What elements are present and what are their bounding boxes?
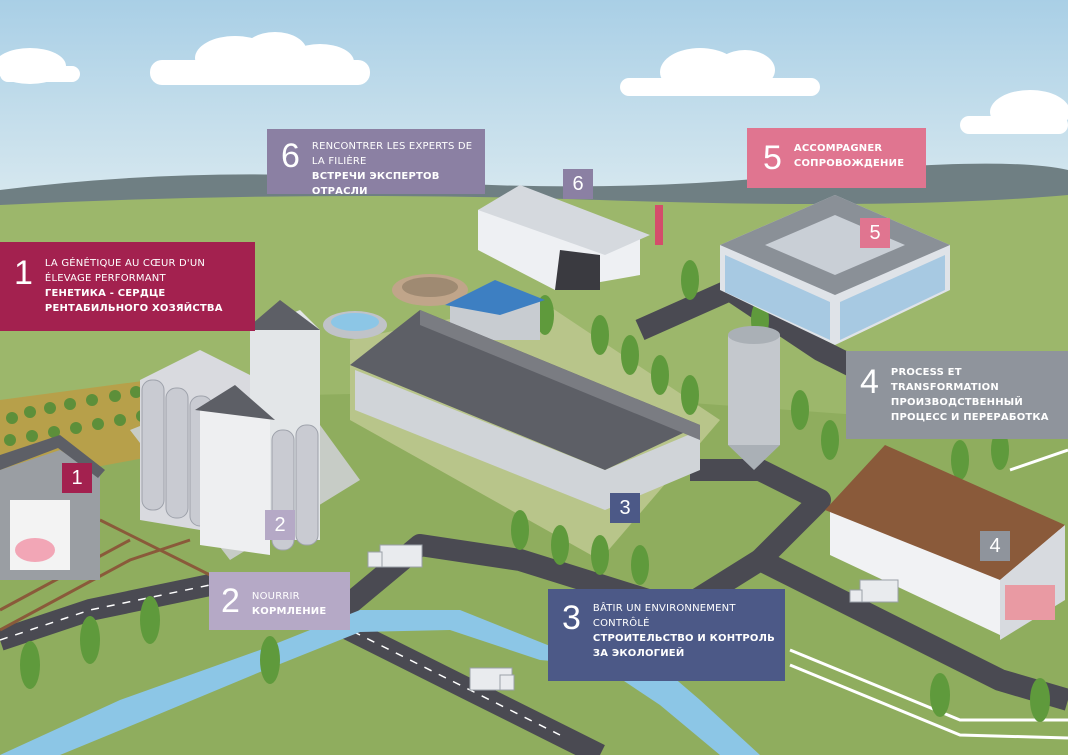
callout-number: 2 — [221, 582, 240, 620]
truck — [469, 667, 515, 691]
cloud — [960, 90, 1068, 134]
truck — [367, 544, 423, 568]
callout-text-fr: Nourrir — [251, 591, 300, 602]
callout-6[interactable]: 6 Rencontrer les experts de la filièreВс… — [267, 129, 485, 197]
pig-house — [350, 310, 700, 510]
river — [0, 610, 760, 755]
tag-1[interactable]: 1 — [62, 463, 92, 493]
fence — [789, 448, 1068, 740]
tag-3[interactable]: 3 — [610, 493, 640, 523]
callout-4[interactable]: 4 Process et transformation производстве… — [846, 351, 1068, 439]
callout-text-fr: La génétique au cœur d'un élevage perfor… — [44, 258, 206, 284]
callout-text-ru: Accompagner сопровождение — [793, 143, 905, 169]
callout-5[interactable]: 5 Accompagner сопровождение — [747, 128, 926, 188]
callout-number: 1 — [14, 254, 33, 292]
tag-4[interactable]: 4 — [980, 531, 1010, 561]
callout-text-fr: Bâtir un environnement contrôlé — [592, 603, 736, 629]
utility-building — [445, 280, 545, 340]
callout-text-ru: Кормление — [251, 606, 327, 617]
callout-number: 4 — [860, 363, 879, 401]
callout-number: 3 — [562, 599, 581, 637]
tag-5[interactable]: 5 — [860, 218, 890, 248]
tag-2[interactable]: 2 — [265, 510, 295, 540]
truck — [849, 579, 899, 603]
callout-number: 5 — [763, 139, 782, 177]
callout-text-ru: Встречи экспертов отрасли — [311, 171, 440, 197]
callout-1[interactable]: 1 La génétique au cœur d'un élevage perf… — [0, 242, 255, 331]
event-tent — [478, 185, 663, 290]
callout-text-ru: Генетика - сердце рентабильного хозяйств… — [44, 288, 223, 314]
trees — [20, 260, 1050, 722]
callout-number: 6 — [281, 137, 300, 175]
cloud — [0, 48, 80, 84]
office-building — [720, 195, 950, 345]
cloud — [620, 48, 820, 96]
tag-6[interactable]: 6 — [563, 169, 593, 199]
callout-text-ru: Строительство и контроль за экологией — [592, 633, 775, 659]
callout-2[interactable]: 2 NourrirКормление — [209, 572, 350, 630]
callout-text-fr: Rencontrer les experts de la filière — [311, 141, 473, 167]
cloud — [150, 32, 370, 85]
callout-text-ru: Process et transformation производственн… — [890, 367, 1049, 423]
silo — [728, 326, 780, 470]
callout-3[interactable]: 3 Bâtir un environnement contrôléСтроите… — [548, 589, 785, 681]
feed-mill — [140, 300, 320, 555]
water-tanks — [323, 274, 468, 339]
